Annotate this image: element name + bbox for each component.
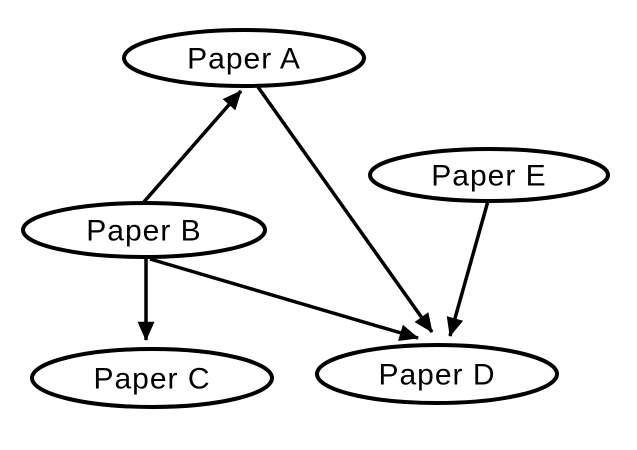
node-paper-c: Paper C	[30, 347, 274, 409]
node-label-paper-d: Paper D	[378, 359, 495, 392]
node-label-paper-e: Paper E	[431, 160, 546, 193]
node-label-paper-a: Paper A	[187, 43, 301, 76]
node-ellipse-paper-e	[368, 147, 610, 203]
edge-paper-b-to-paper-a	[141, 89, 243, 205]
node-ellipse-paper-c	[30, 347, 274, 409]
node-paper-a: Paper A	[122, 28, 366, 88]
edge-paper-e-to-paper-d	[446, 200, 490, 337]
edge-paper-a-to-paper-d	[256, 85, 434, 334]
node-label-paper-b: Paper B	[86, 215, 201, 248]
node-paper-b: Paper B	[21, 201, 267, 259]
node-ellipse-paper-d	[315, 343, 559, 405]
node-paper-d: Paper D	[315, 343, 559, 405]
node-label-paper-c: Paper C	[93, 363, 210, 396]
node-ellipse-paper-a	[122, 28, 366, 88]
edge-paper-b-to-paper-d	[149, 257, 419, 341]
node-paper-e: Paper E	[368, 147, 610, 203]
